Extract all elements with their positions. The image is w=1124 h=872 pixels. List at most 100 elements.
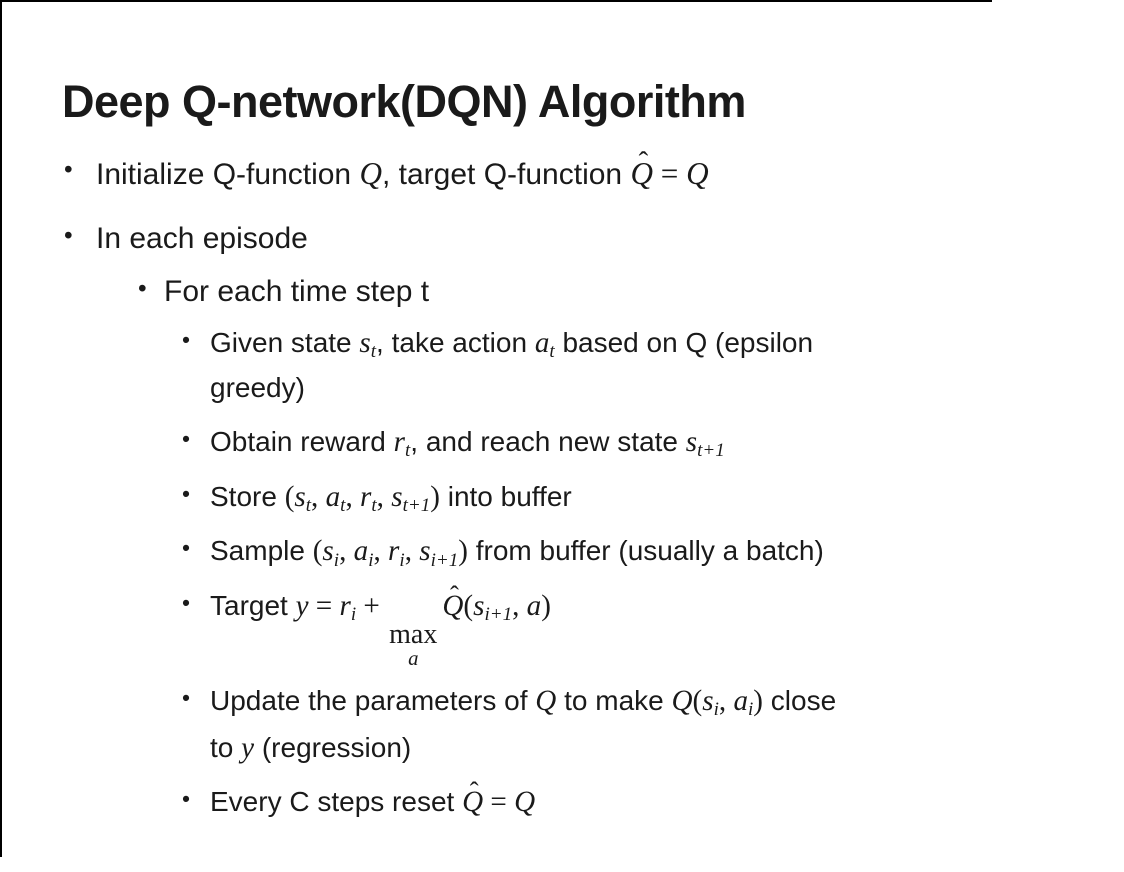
text-run: Initialize Q-function [96, 158, 360, 191]
text-run: Update the parameters of [210, 685, 536, 717]
math-subscript: t+1 [697, 440, 725, 462]
math-operator: ) [430, 480, 440, 513]
bullet-list: •Initialize Q-function Q, target Q-funct… [0, 140, 1114, 826]
text-run: (regression) [254, 731, 412, 763]
math-subscript: t [549, 341, 555, 362]
text-run: Sample [210, 535, 313, 567]
bullet-glyph: • [182, 684, 191, 711]
hat-accent: ˆ [638, 146, 649, 179]
text-run: Given state [210, 326, 360, 358]
math-subscript: i [368, 549, 374, 571]
math-operator: = [308, 589, 340, 622]
bullet-item-level-3: •Obtain reward rt, and reach new state s… [0, 419, 1114, 466]
math-operator: , [718, 685, 734, 718]
bullet-text: Given state st, take action at based on … [210, 320, 1114, 411]
slide-left-border [0, 0, 2, 857]
bullet-glyph: • [182, 425, 191, 452]
math-variable: r [388, 535, 400, 568]
math-subscript: i+1 [430, 549, 459, 571]
bullet-text: In each episode [96, 219, 1114, 259]
math-subscript: i [748, 699, 754, 721]
text-run: based on Q (epsilon [554, 326, 814, 358]
math-subscript: t [370, 341, 377, 362]
text-run: , take action [376, 326, 535, 358]
bullet-text: Store (st, at, rt, st+1) into buffer [210, 474, 1114, 521]
bullet-text: Initialize Q-function Q, target Q-functi… [96, 146, 1114, 195]
math-variable: y [295, 589, 309, 622]
bullet-text: Sample (si, ai, ri, si+1) from buffer (u… [210, 528, 1114, 575]
hat-accent: ˆ [469, 776, 479, 807]
bullet-glyph: • [182, 534, 191, 561]
math-operator: + [356, 589, 388, 622]
math-variable: r [393, 426, 405, 459]
math-operator: , [376, 480, 392, 513]
math-subscript: i [399, 549, 405, 571]
math-subscript: t [371, 494, 377, 516]
math-operator: ( [284, 480, 295, 513]
text-run: For each time step t [164, 274, 430, 308]
math-variable: a [526, 589, 542, 622]
math-variable: Q [686, 156, 709, 191]
text-run: , and reach new state [410, 426, 686, 458]
text-run: Target [210, 589, 296, 621]
bullet-glyph: • [64, 156, 73, 184]
math-operator: ( [463, 589, 474, 622]
hat-accent: ˆ [450, 579, 459, 610]
math-operator: = [652, 156, 687, 191]
math-variable: s [473, 589, 485, 622]
math-subscript: i [350, 604, 357, 626]
bullet-item-level-3: •Given state st, take action at based on… [0, 320, 1114, 411]
math-variable: y [241, 731, 255, 764]
bullet-item-level-3: • Sample (si, ai, ri, si+1) from buffer (… [0, 528, 1114, 575]
math-operator: ) [458, 535, 468, 568]
math-operator: = [483, 786, 515, 819]
bullet-glyph: • [182, 326, 191, 353]
slide-title: Deep Q-network(DQN) Algorithm [62, 76, 746, 128]
bullet-item-level-1: •Initialize Q-function Q, target Q-funct… [0, 146, 1114, 195]
math-variable: s [702, 685, 714, 718]
text-run: In each episode [96, 221, 308, 255]
bullet-glyph: • [138, 275, 147, 303]
text-run: to make [556, 685, 672, 717]
bullet-item-level-3: •Update the parameters of Q to make Q(si… [0, 678, 1114, 771]
text-run: close [763, 685, 837, 717]
text-run: Store [210, 480, 285, 512]
math-variable: s [359, 326, 371, 359]
math-subscript: t [305, 494, 312, 516]
math-variable: s [685, 426, 698, 459]
math-subscript: t [404, 440, 411, 462]
math-variable: a [325, 480, 341, 513]
text-run: Every C steps reset [210, 786, 463, 818]
text-run: from buffer (usually a batch) [467, 535, 824, 567]
slide-top-border [0, 0, 992, 2]
math-variable: Q [630, 156, 653, 191]
math-variable: Q [462, 786, 484, 819]
math-operator: , [345, 480, 361, 513]
math-variable: s [419, 535, 431, 568]
math-variable: a [733, 685, 748, 718]
math-variable: r [339, 589, 351, 622]
math-operator: ) [753, 685, 763, 718]
bullet-item-level-3: •Store (st, at, rt, st+1) into buffer [0, 474, 1114, 521]
math-variable: Q [671, 685, 693, 718]
bullet-glyph: • [182, 785, 191, 812]
math-subscript: t+1 [402, 494, 431, 516]
text-run: into buffer [439, 480, 572, 512]
max-label: max [389, 619, 438, 651]
bullet-glyph: • [182, 589, 191, 616]
math-operator: ) [541, 589, 551, 622]
math-operator: , [512, 589, 527, 622]
math-operator: , [404, 535, 420, 568]
math-variable: a [534, 326, 550, 359]
math-subscript: i [713, 699, 719, 721]
text-run: , target Q-function [381, 158, 631, 191]
bullet-glyph: • [64, 222, 73, 250]
